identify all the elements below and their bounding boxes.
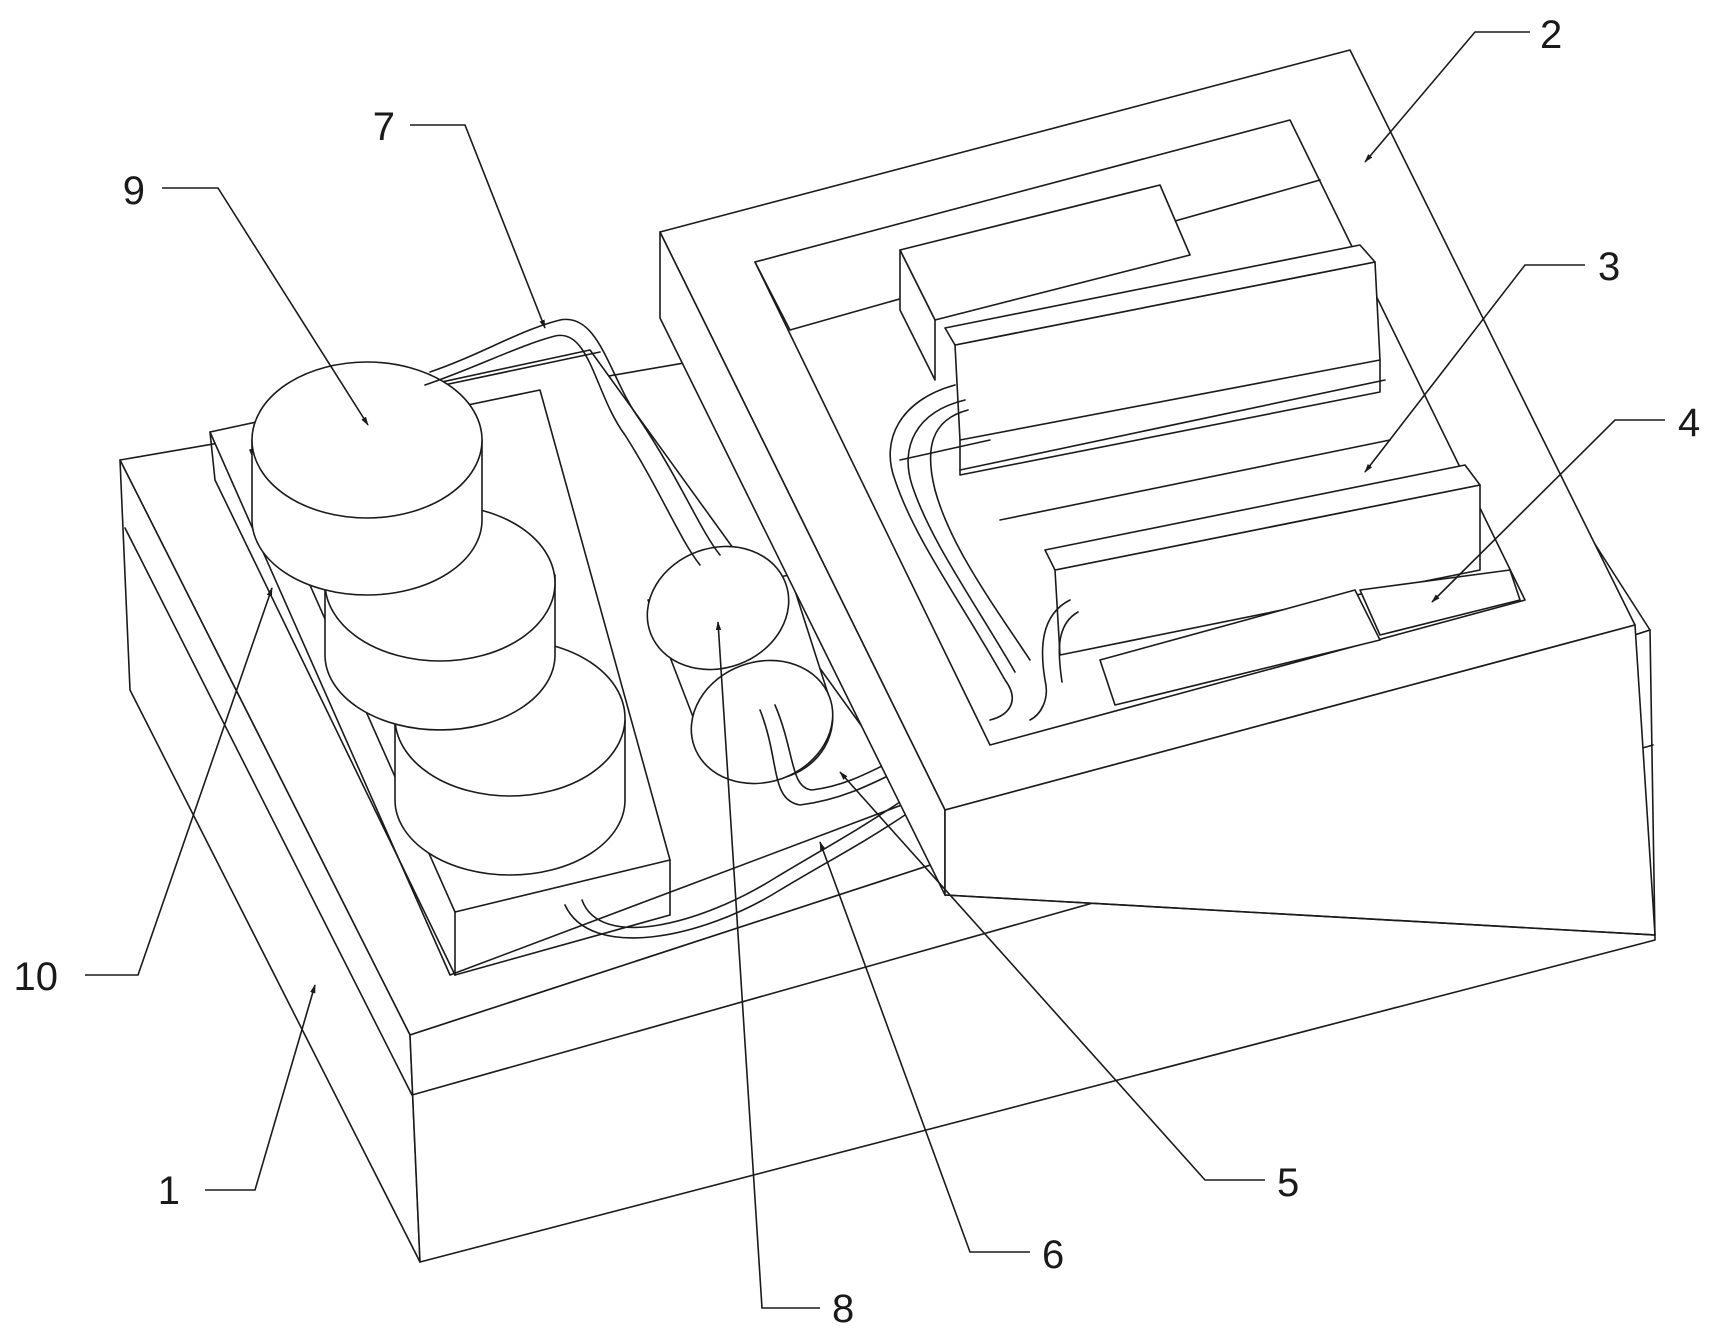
callout-4: 4 bbox=[1431, 401, 1700, 603]
callout-3: 3 bbox=[1365, 245, 1620, 473]
callout-9: 9 bbox=[123, 169, 368, 426]
pump bbox=[630, 527, 850, 803]
callout-8-label: 8 bbox=[832, 1287, 854, 1331]
callout-5-label: 5 bbox=[1277, 1161, 1299, 1205]
callout-8: 8 bbox=[715, 621, 854, 1331]
battery-modules bbox=[900, 185, 1520, 705]
tank-stack bbox=[252, 362, 625, 875]
callout-3-label: 3 bbox=[1598, 245, 1620, 289]
cooling-tubes bbox=[890, 385, 1078, 720]
callout-9-label: 9 bbox=[123, 169, 145, 213]
pipes bbox=[425, 319, 905, 938]
callout-2: 2 bbox=[1365, 13, 1562, 163]
callout-10-label: 10 bbox=[14, 955, 59, 999]
callout-7-label: 7 bbox=[373, 105, 395, 149]
callout-1: 1 bbox=[158, 984, 315, 1213]
callout-6: 6 bbox=[820, 841, 1064, 1277]
callout-1-label: 1 bbox=[158, 1169, 180, 1213]
callout-5: 5 bbox=[839, 771, 1299, 1205]
callout-2-label: 2 bbox=[1540, 13, 1562, 57]
callout-10: 10 bbox=[14, 587, 273, 999]
callout-4-label: 4 bbox=[1678, 401, 1700, 445]
callout-7: 7 bbox=[373, 105, 545, 329]
callout-6-label: 6 bbox=[1042, 1233, 1064, 1277]
